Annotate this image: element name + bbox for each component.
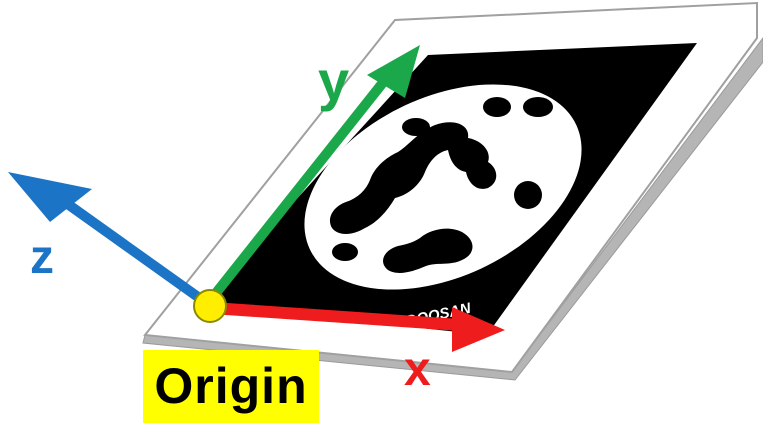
- z-axis-arrow: [8, 172, 210, 307]
- x-axis-arrow: [211, 302, 505, 352]
- marker-white-ellipse: [304, 84, 582, 290]
- origin-point-icon: [193, 289, 227, 323]
- origin-label: Origin: [143, 350, 319, 423]
- y-axis-arrow: [208, 45, 420, 302]
- marker-pattern: [329, 97, 553, 273]
- y-axis-label: y: [318, 49, 349, 112]
- z-axis-label: z: [30, 231, 54, 284]
- x-axis-label: x: [404, 343, 431, 396]
